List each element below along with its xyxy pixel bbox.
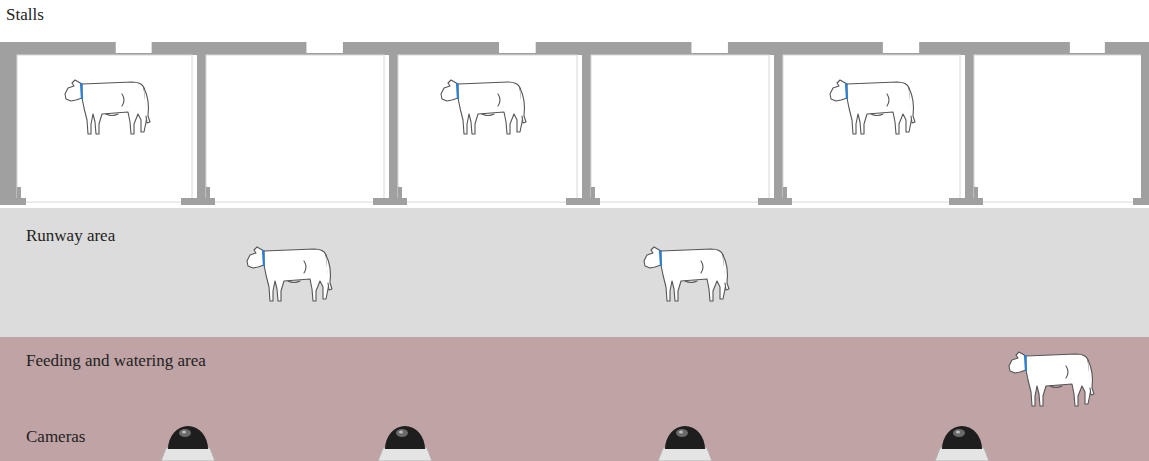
stall: [774, 42, 965, 205]
runway-band: Runway area: [0, 208, 1149, 337]
section-label: Stalls: [6, 5, 44, 25]
area-label: Feeding and watering area: [26, 351, 206, 371]
stall: [197, 42, 389, 205]
stall: [8, 42, 197, 205]
stall: [965, 42, 1149, 205]
camera: [378, 426, 432, 461]
cow: [644, 247, 729, 301]
camera: [658, 426, 712, 461]
cow: [247, 247, 332, 301]
wall: [1141, 42, 1149, 205]
stall: [582, 42, 774, 205]
cow: [441, 80, 526, 134]
wall: [0, 42, 8, 205]
camera: [935, 426, 989, 461]
cameras-label: Cameras: [26, 427, 85, 447]
cow: [830, 80, 915, 134]
cow: [65, 80, 150, 134]
cow: [1009, 352, 1094, 406]
area-label: Runway area: [26, 226, 115, 246]
stall: [389, 42, 582, 205]
camera: [161, 426, 215, 461]
